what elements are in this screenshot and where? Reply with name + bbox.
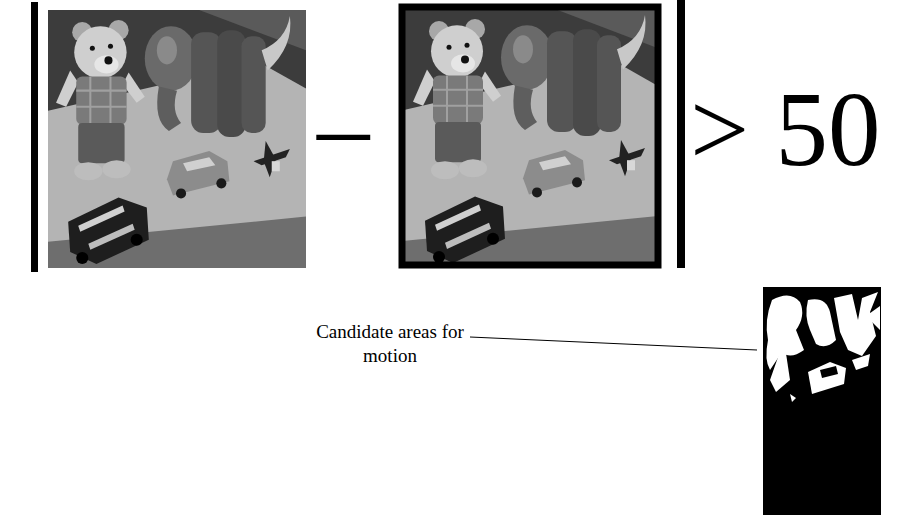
frame-image bbox=[402, 7, 661, 267]
minus-sign: – bbox=[317, 74, 377, 179]
threshold-label: > 50 bbox=[690, 77, 904, 182]
motion-mask bbox=[763, 287, 881, 515]
caption-note: Candidate areas for motion bbox=[310, 320, 470, 368]
abs-bar bbox=[677, 0, 685, 268]
frame-image bbox=[48, 10, 306, 268]
leader-line bbox=[470, 337, 757, 350]
abs-bar bbox=[31, 2, 38, 272]
